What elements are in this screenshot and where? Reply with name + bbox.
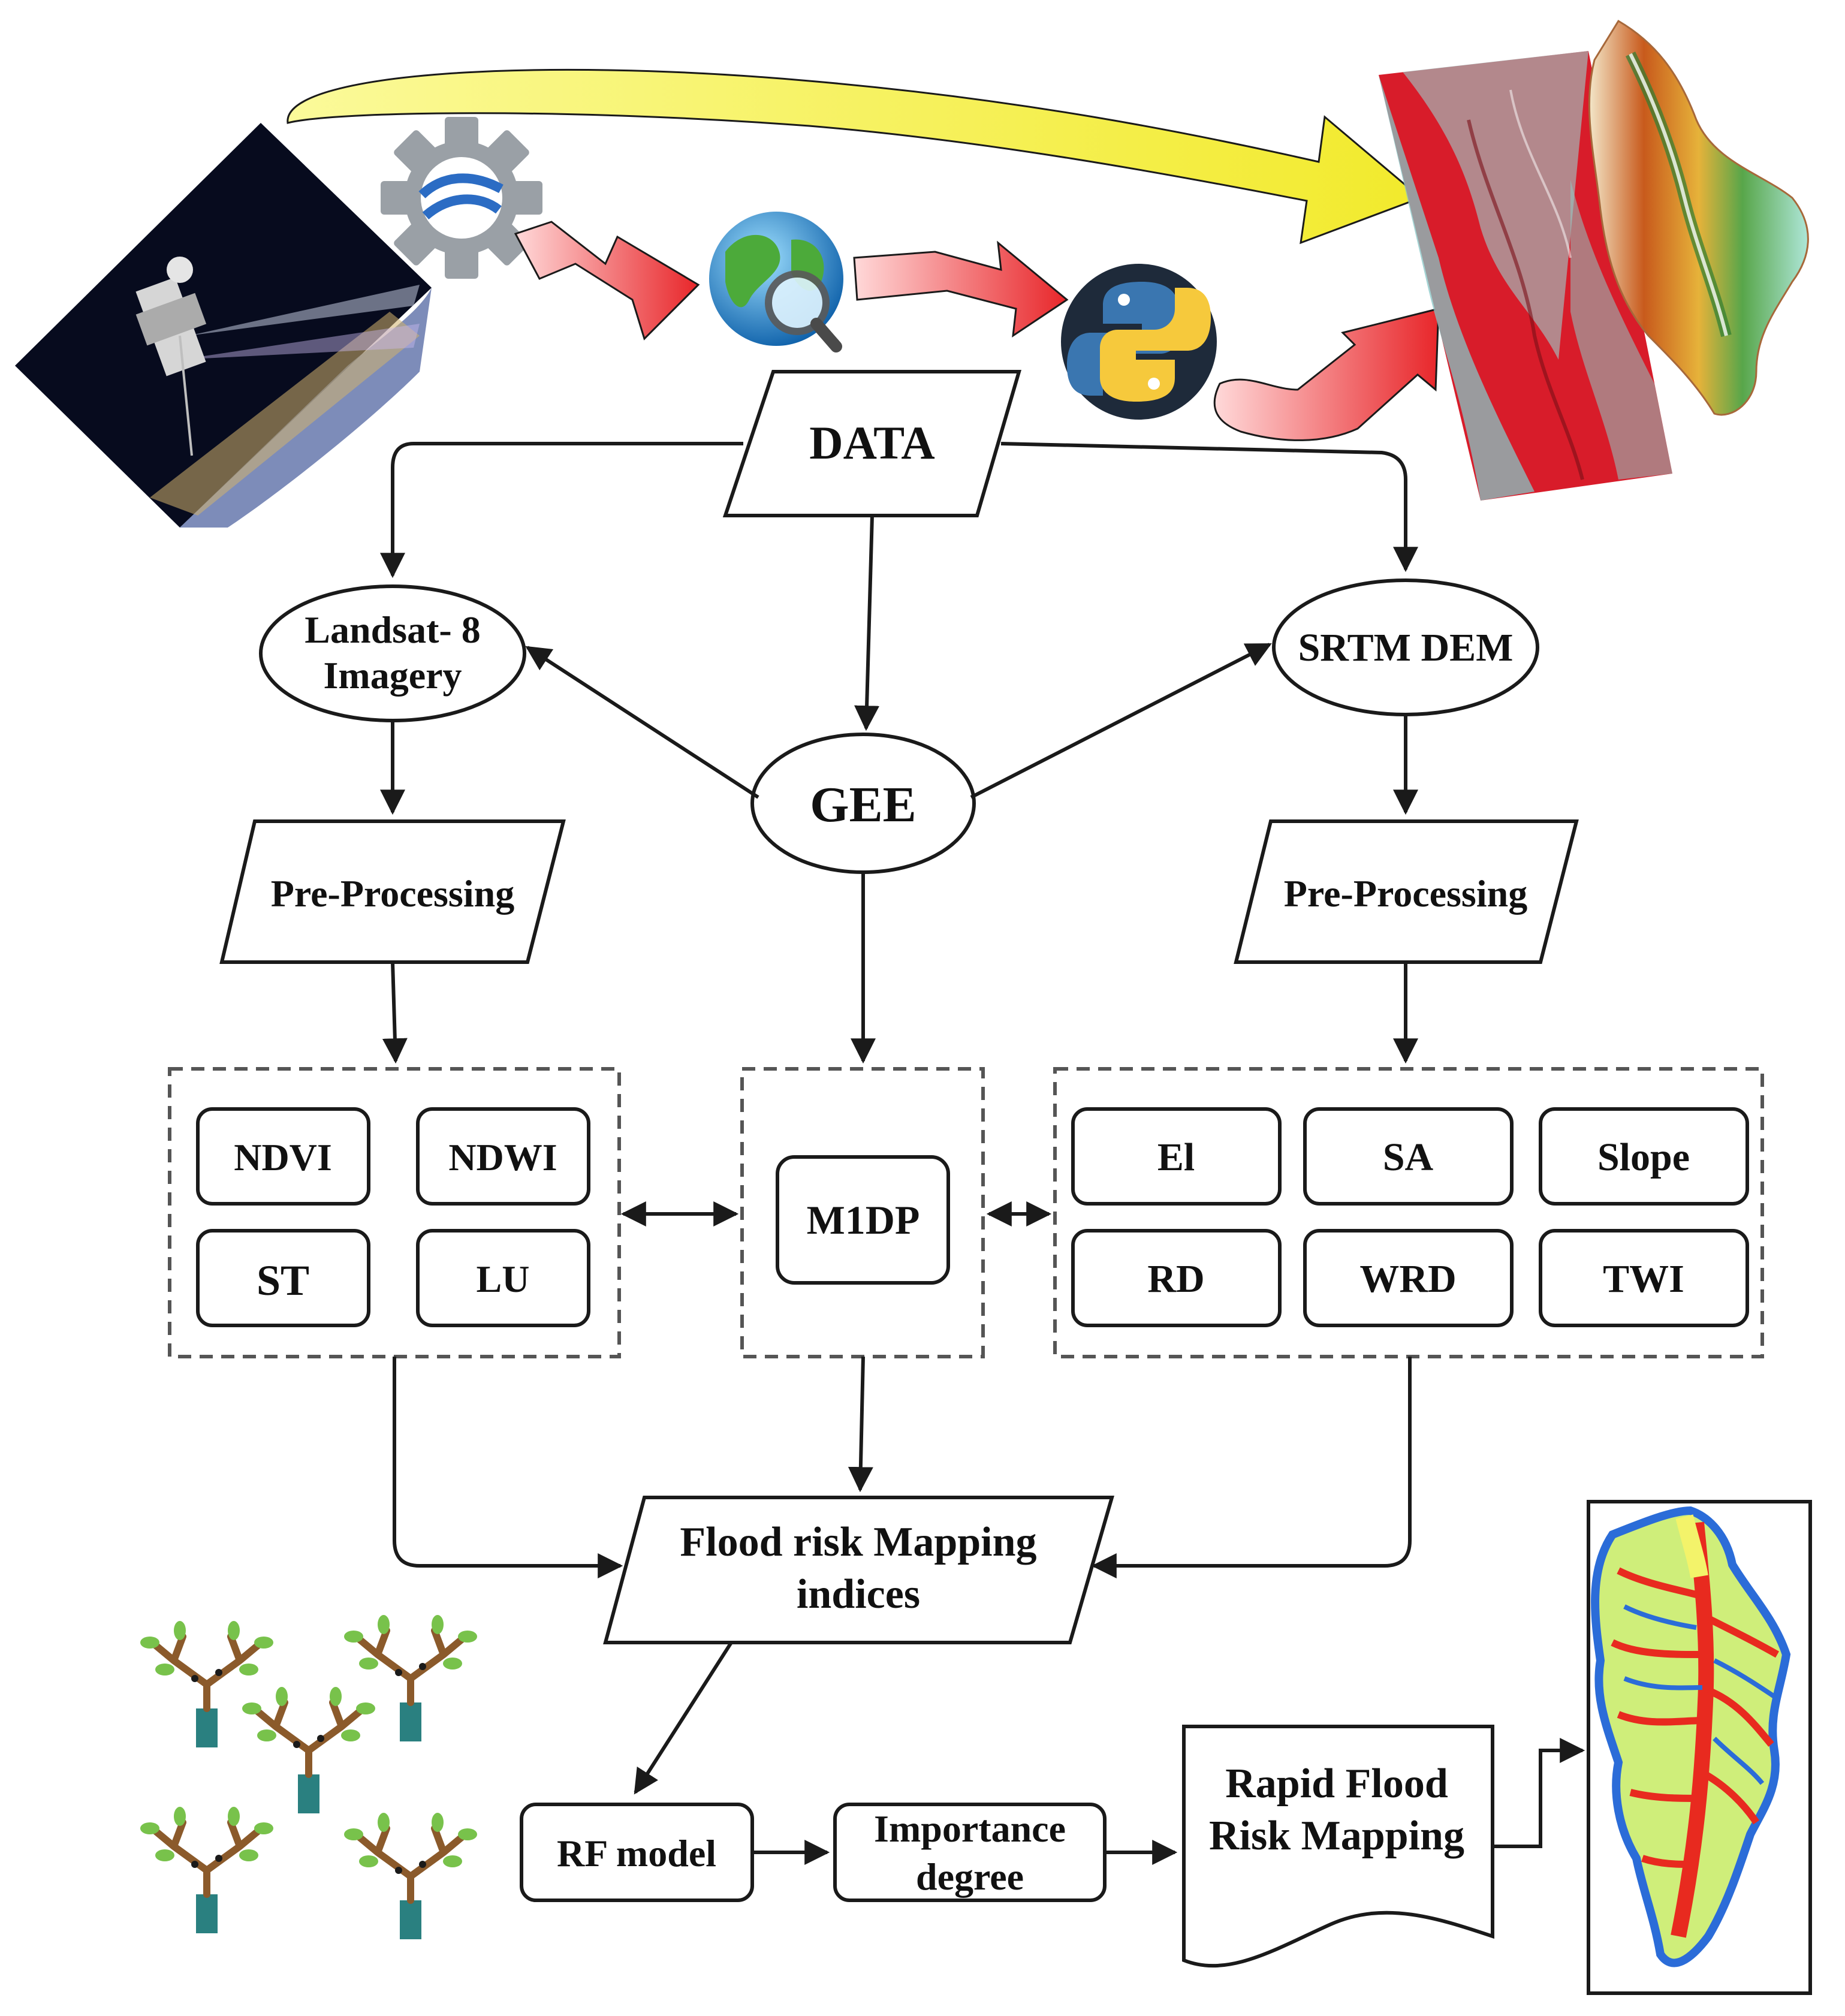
data-node	[722, 370, 1021, 517]
yellow-flow-arrow	[287, 68, 1422, 245]
flood-indices-node	[603, 1496, 1114, 1644]
index-wrd-label: WRD	[1359, 1257, 1456, 1301]
rapid-label-line2: Risk Mapping	[1209, 1813, 1464, 1859]
preprocessing-right-label: Pre-Processing	[1284, 872, 1527, 915]
python-logo-icon	[1061, 264, 1217, 420]
arrow-rapid-to-map	[1493, 1738, 1585, 1848]
importance-label-line2: degree	[916, 1855, 1024, 1898]
satellite-image	[15, 123, 432, 528]
globe-magnifier-icon	[709, 212, 843, 352]
arrow-data-to-srtm	[1000, 442, 1418, 572]
index-ndvi-label: NDVI	[234, 1136, 332, 1179]
dem-relief-image	[1588, 19, 1809, 416]
landsat-node	[259, 584, 526, 722]
arrow-flood-to-rf	[634, 1641, 733, 1795]
arrow-gee-to-srtm	[970, 643, 1272, 799]
index-box-ndwi	[416, 1107, 590, 1206]
index-box-twi	[1539, 1229, 1749, 1327]
random-forest-trees-icon	[140, 1615, 477, 1939]
index-st-label: ST	[257, 1256, 309, 1304]
arrow-m1dp-group-to-flood	[848, 1356, 873, 1493]
srtm-label: SRTM DEM	[1298, 626, 1514, 670]
index-rd-label: RD	[1147, 1257, 1204, 1301]
flood-label-line2: indices	[797, 1571, 920, 1617]
index-box-wrd	[1303, 1229, 1514, 1327]
index-box-st	[196, 1229, 370, 1327]
importance-label-line1: Importance	[874, 1807, 1066, 1850]
preprocessing-left-node	[219, 819, 566, 964]
index-slope-label: Slope	[1597, 1135, 1690, 1179]
gear-globe-icon	[381, 117, 542, 279]
arrow-preproc-left-to-indices	[382, 962, 408, 1064]
index-box-el	[1071, 1107, 1282, 1206]
index-ndwi-label: NDWI	[448, 1136, 557, 1179]
rapid-label-line1: Rapid Flood	[1225, 1761, 1448, 1807]
index-box-sa	[1303, 1107, 1514, 1206]
m1dp-box	[776, 1155, 950, 1285]
index-sa-label: SA	[1383, 1135, 1434, 1179]
red-flow-arrow-3	[1213, 308, 1440, 441]
index-lu-label: LU	[477, 1258, 530, 1300]
preprocessing-right-node	[1234, 819, 1579, 964]
arrow-gee-to-landsat	[525, 646, 759, 799]
m1dp-label: M1DP	[807, 1197, 920, 1243]
landsat-label-line1: Landsat- 8	[305, 608, 480, 651]
data-label: DATA	[809, 417, 934, 469]
arrow-data-to-gee	[854, 515, 880, 731]
flood-label-line1: Flood risk Mapping	[680, 1519, 1036, 1565]
gee-label: GEE	[810, 777, 916, 833]
arrow-data-to-landsat	[380, 442, 743, 578]
landsat-label-line2: Imagery	[323, 654, 462, 697]
index-box-rd	[1071, 1229, 1282, 1327]
arrow-landsat-group-to-flood	[393, 1357, 623, 1578]
flood-risk-map-image	[1591, 1506, 1791, 1967]
red-flow-arrow-1	[514, 221, 700, 340]
index-twi-label: TWI	[1603, 1257, 1684, 1301]
arrow-dem-group-to-flood	[1091, 1357, 1412, 1578]
index-el-label: El	[1157, 1135, 1195, 1179]
rapid-flood-document	[1182, 1725, 1494, 1968]
preprocessing-left-label: Pre-Processing	[271, 872, 514, 915]
index-box-lu	[416, 1229, 590, 1327]
red-flow-arrow-2	[853, 240, 1069, 338]
index-box-slope	[1539, 1107, 1749, 1206]
rf-model-label: RF model	[557, 1832, 716, 1875]
index-box-ndvi	[196, 1107, 370, 1206]
